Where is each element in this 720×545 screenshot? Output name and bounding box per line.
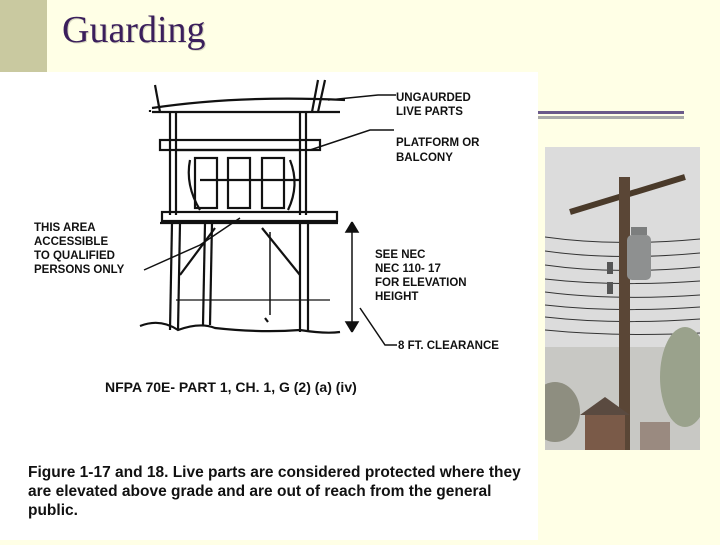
label-nec-line1: SEE NEC (375, 249, 426, 261)
diagram-panel: UNGAURDED LIVE PARTS PLATFORM OR BALCONY… (0, 72, 538, 540)
utility-pole-photo (530, 147, 710, 450)
label-nec-line4: HEIGHT (375, 291, 418, 303)
guarding-diagram: UNGAURDED LIVE PARTS PLATFORM OR BALCONY… (34, 79, 499, 395)
leader-lines (143, 94, 397, 346)
title-accent-block (0, 0, 47, 73)
label-clearance: 8 FT. CLEARANCE (398, 340, 499, 352)
label-area-line2: ACCESSIBLE (34, 236, 108, 248)
decorative-rule (537, 111, 684, 124)
label-area-line1: THIS AREA (34, 222, 96, 234)
figure-caption: Figure 1-17 and 18. Live parts are consi… (28, 464, 521, 519)
label-ungaurded-line1: UNGAURDED (396, 92, 471, 104)
label-area-line4: PERSONS ONLY (34, 264, 125, 276)
structure-drawing (139, 79, 346, 334)
slide-title: Guarding (62, 9, 206, 51)
label-platform-line2: BALCONY (396, 152, 453, 164)
label-area-line3: TO QUALIFIED (34, 250, 115, 262)
reference-text: NFPA 70E- PART 1, CH. 1, G (2) (a) (iv) (105, 379, 357, 395)
label-nec-line3: FOR ELEVATION (375, 277, 467, 289)
label-platform-line1: PLATFORM OR (396, 137, 480, 149)
label-ungaurded-line2: LIVE PARTS (396, 106, 463, 118)
label-nec-line2: NEC 110- 17 (375, 263, 441, 275)
